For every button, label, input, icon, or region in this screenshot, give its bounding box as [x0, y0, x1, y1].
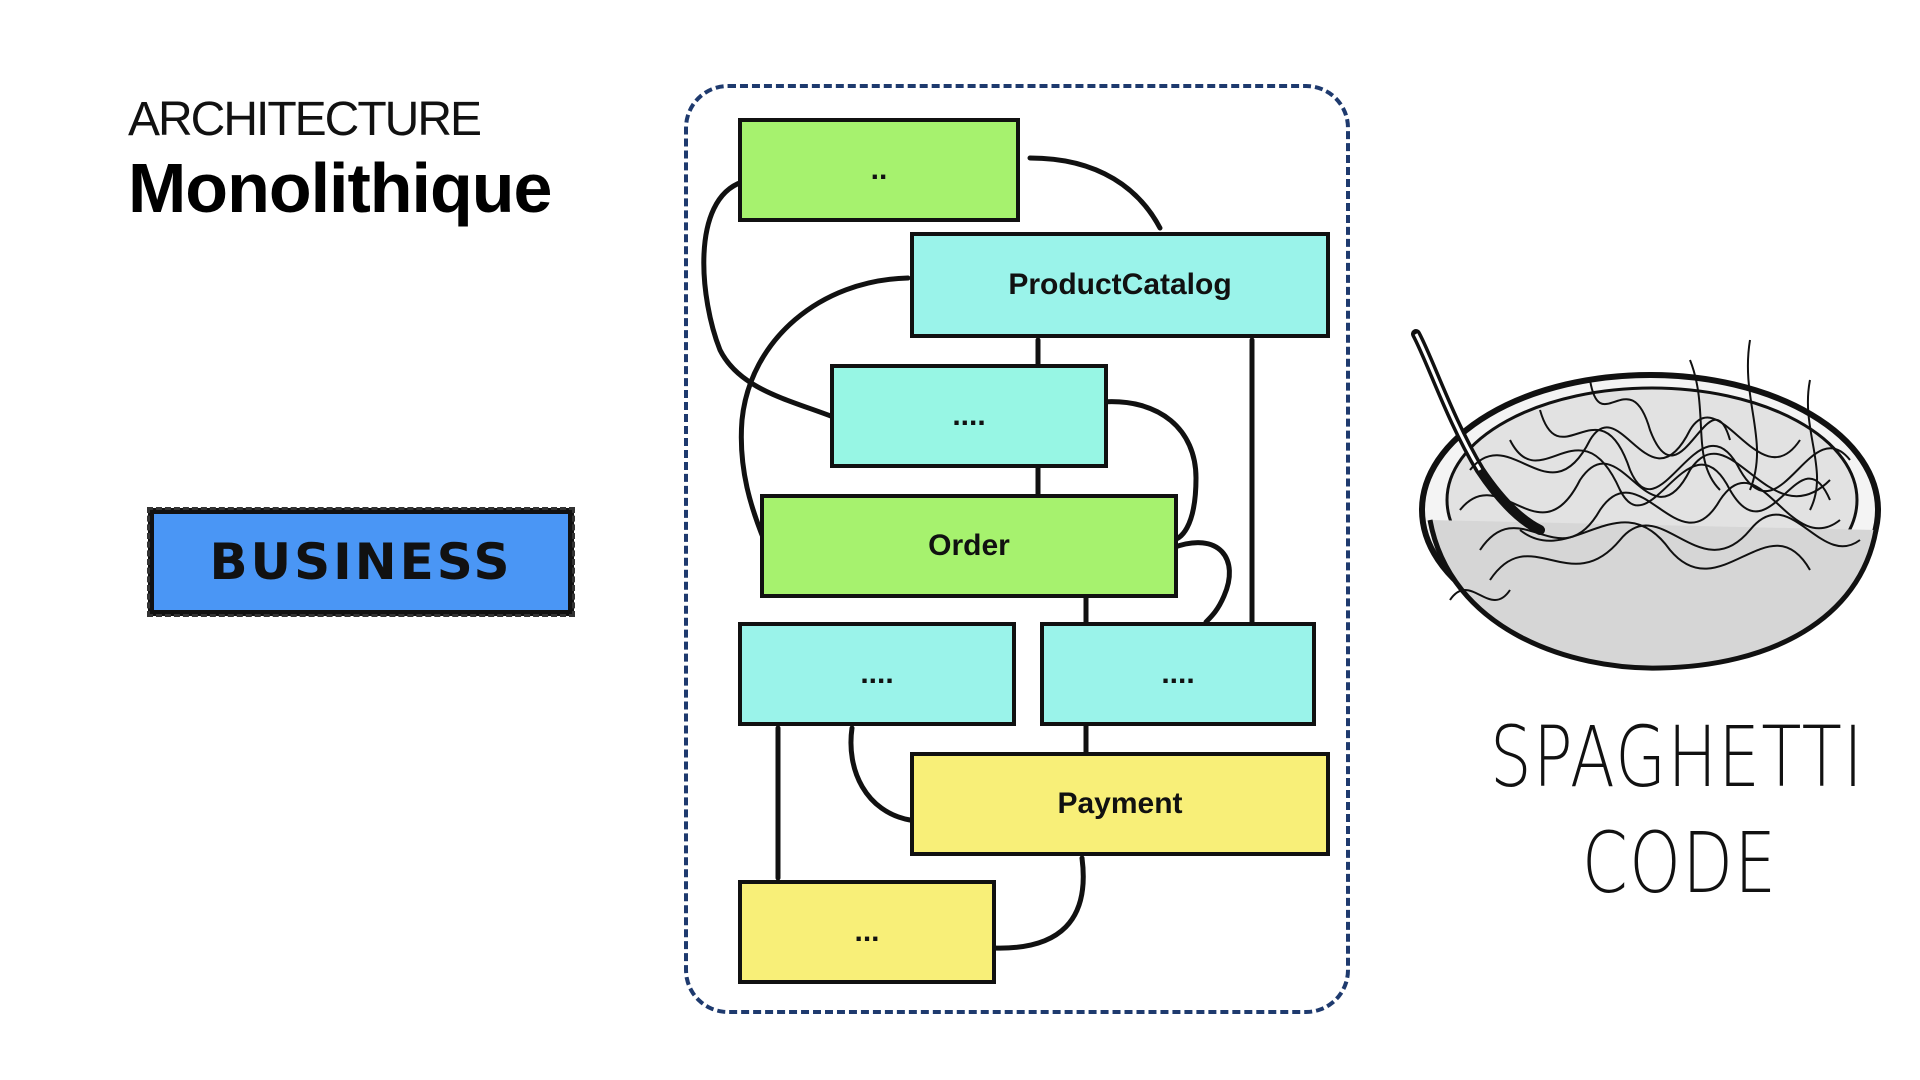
box-top: .. [738, 118, 1020, 222]
spaghetti-bowl-icon [1411, 329, 1881, 671]
wire-productcatalog-to-order [738, 275, 911, 543]
business-badge: BUSINESS [147, 507, 575, 617]
box-right-service-label: .... [1161, 657, 1195, 690]
box-left-service: .... [738, 622, 1016, 726]
subtitle: ARCHITECTURE [128, 93, 482, 146]
wire-order-to-right-loop [1169, 540, 1232, 625]
wire-top-to-productcatalog [1027, 155, 1163, 231]
business-badge-label: BUSINESS [209, 533, 513, 591]
wire-payment-to-bottom [991, 855, 1086, 951]
code-label: CODE [1582, 814, 1778, 912]
box-payment-label: Payment [1057, 787, 1183, 820]
box-order-label: Order [928, 529, 1010, 562]
box-productcatalog: ProductCatalog [910, 232, 1330, 338]
wire-left-to-payment [848, 725, 913, 823]
wire-middle-to-order-loop [1099, 399, 1199, 543]
wire-top-to-middle [701, 179, 839, 421]
monolith-container [684, 84, 1350, 1014]
box-productcatalog-label: ProductCatalog [1008, 268, 1232, 301]
spaghetti-label: SPAGHETTI [1490, 708, 1865, 806]
box-bottom-label: ... [854, 915, 880, 948]
box-payment: Payment [910, 752, 1330, 856]
box-right-service: .... [1040, 622, 1316, 726]
box-order: Order [760, 494, 1178, 598]
box-left-service-label: .... [860, 657, 894, 690]
box-middle: .... [830, 364, 1108, 468]
box-middle-label: .... [952, 399, 986, 432]
box-bottom: ... [738, 880, 996, 984]
page-title: Monolithique [128, 149, 552, 227]
box-top-label: .. [870, 153, 888, 186]
